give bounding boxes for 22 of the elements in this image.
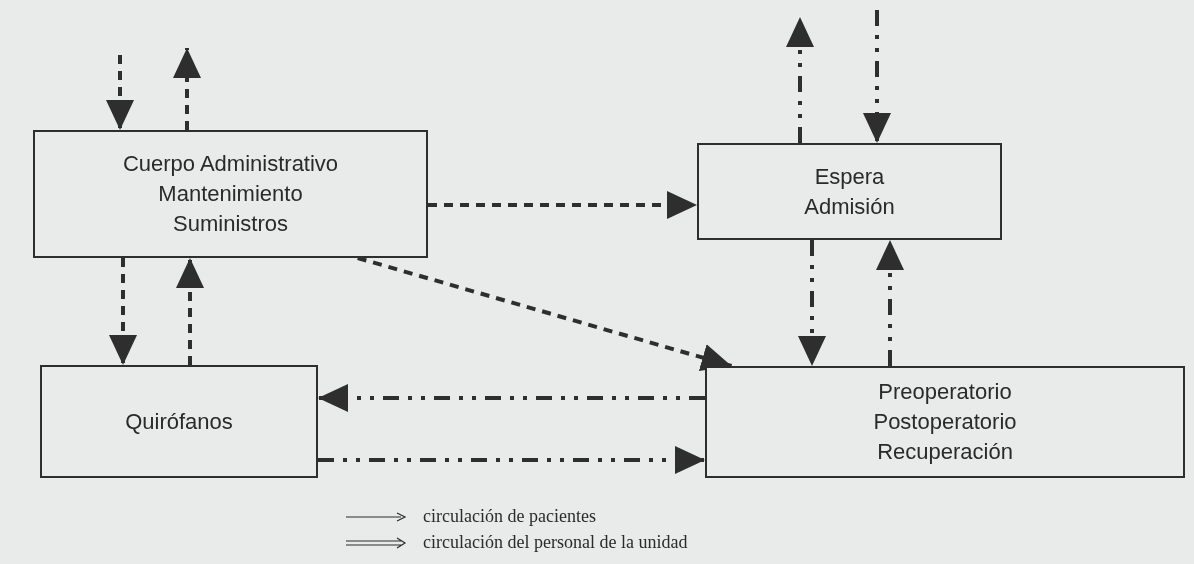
arrow bbox=[173, 48, 201, 130]
arrow bbox=[318, 446, 705, 474]
box-label: Preoperatorio Postoperatorio Recuperación bbox=[872, 378, 1018, 466]
arrow bbox=[798, 240, 826, 366]
arrow bbox=[318, 384, 705, 412]
box-label: Cuerpo Administrativo Mantenimiento Suministros bbox=[121, 150, 340, 238]
arrow bbox=[357, 256, 733, 372]
process-box bbox=[697, 143, 1002, 240]
arrow bbox=[109, 258, 137, 365]
legend-text: circulación de pacientes bbox=[423, 506, 596, 527]
arrow bbox=[863, 10, 891, 143]
arrow bbox=[786, 17, 814, 143]
box-label: Espera Admisión bbox=[803, 162, 896, 221]
arrow bbox=[876, 240, 904, 366]
process-box bbox=[705, 366, 1185, 478]
arrow bbox=[106, 55, 134, 130]
process-box bbox=[40, 365, 318, 478]
arrow bbox=[176, 258, 204, 365]
arrow bbox=[428, 191, 697, 219]
process-box bbox=[33, 130, 428, 258]
box-label: Quirófanos bbox=[125, 407, 233, 436]
legend-text: circulación del personal de la unidad bbox=[423, 532, 688, 553]
